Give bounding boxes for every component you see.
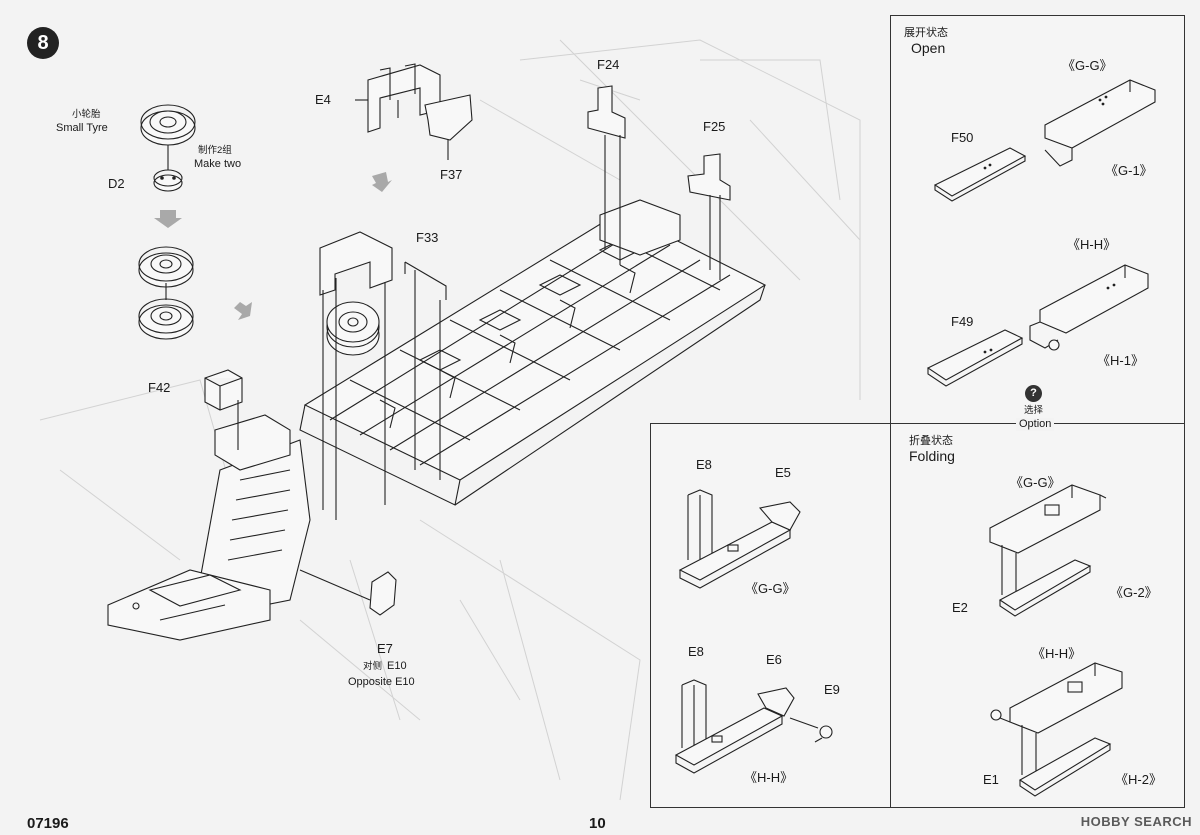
step-number-badge: 8 [27,27,59,59]
part-label-f33: F33 [416,230,439,245]
part-f24-drawing [587,85,626,139]
open-label-f50: F50 [951,130,974,145]
middle-g-g-drawing [678,489,801,589]
middle-label-e8-bottom: E8 [688,644,704,659]
middle-panel [650,423,892,808]
middle-h-h-drawing [674,679,833,774]
down-arrow-1 [154,210,182,228]
small-tyre-drawing [140,104,196,146]
folding-label-e2: E2 [952,600,968,615]
middle-label-hh: 《H-H》 [744,770,794,785]
part-label-d2: D2 [108,176,125,191]
part-label-e4: E4 [315,92,331,107]
question-icon: ? [1025,385,1042,402]
wheel-hub-d2-drawing [153,169,183,192]
open-label-hh: 《H-H》 [1067,237,1117,252]
open-title-cn: 展开状态 [904,27,948,39]
part-label-f24: F24 [597,57,620,72]
part-label-f42: F42 [148,380,171,395]
folding-label-hh: 《H-H》 [1032,646,1082,661]
right-arrow [234,302,252,320]
open-label-f49: F49 [951,314,974,329]
down-arrow-2 [372,172,392,192]
folding-panel [890,423,1185,808]
small-tyre-label-en: Small Tyre [56,122,108,134]
product-code: 07196 [27,815,69,832]
small-tyre-label-cn: 小轮胎 [72,109,101,120]
folding-h-h-drawing [990,662,1123,797]
middle-label-e8-top: E8 [696,457,712,472]
folding-g-g-drawing [989,484,1107,617]
open-label-gg: 《G-G》 [1062,58,1113,73]
folding-label-g2: 《G-2》 [1110,585,1158,600]
option-label-en: Option [1016,418,1055,431]
middle-label-e6: E6 [766,652,782,667]
assembled-wheel-bottom [138,298,194,340]
middle-label-gg: 《G-G》 [745,581,796,596]
opposite-label-en: Opposite E10 [348,676,415,688]
watermark: HOBBY SEARCH [1080,814,1192,829]
assembled-wheel-top [138,246,194,288]
part-e7-drawing [369,571,397,616]
open-label-g1: 《G-1》 [1105,163,1153,178]
make-two-label-en: Make two [194,158,242,170]
part-f25-drawing [687,153,731,201]
page-number: 10 [589,815,606,832]
part-e4-f37-drawing [355,63,473,160]
folding-title-cn: 折叠状态 [909,435,953,447]
option-label-cn: 选择 [1024,405,1044,416]
background-ghost-art [39,39,861,801]
part-label-f25: F25 [703,119,726,134]
open-title-en: Open [911,40,946,56]
make-two-label-cn: 制作2组 [198,145,232,156]
part-f33-drawing [404,261,447,300]
folding-label-h2: 《H-2》 [1115,772,1162,787]
part-f42-drawing [204,369,243,411]
opposite-label-cn: 对侧 [363,661,383,672]
middle-label-e5: E5 [775,465,791,480]
open-label-h1: 《H-1》 [1097,353,1144,368]
part-label-e10: E10 [387,660,407,672]
folding-label-e1: E1 [983,772,999,787]
middle-label-e9: E9 [824,682,840,697]
folding-title-en: Folding [909,448,955,464]
folding-label-gg: 《G-G》 [1010,475,1061,490]
part-label-e7: E7 [377,641,393,656]
gooseneck-drawing [107,414,311,641]
part-label-f37: F37 [440,167,463,182]
open-h-h-drawing [926,264,1149,387]
dual-wheel-drawing [326,301,380,356]
assembly-guide-lines [237,135,721,601]
open-g-g-drawing [933,79,1156,202]
